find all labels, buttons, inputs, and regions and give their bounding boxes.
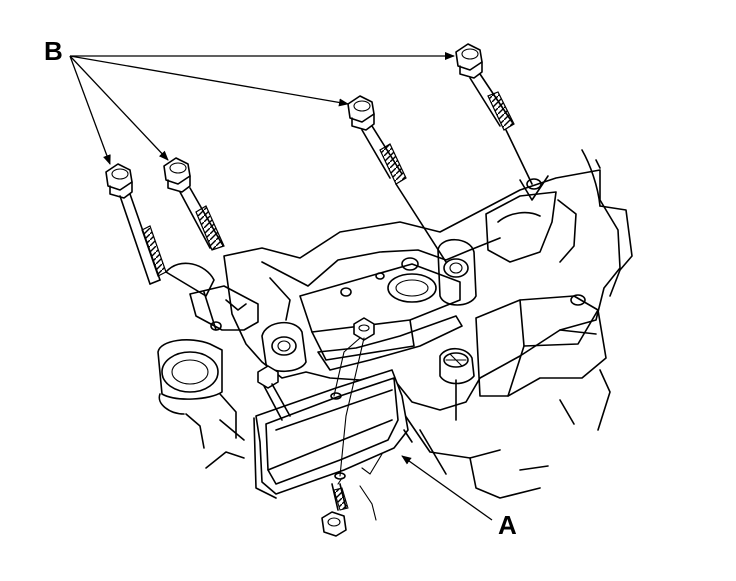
callout-b: B — [44, 36, 455, 165]
bolt-b-2 — [163, 157, 225, 251]
bolt-lower — [321, 483, 349, 537]
bolt-b-4 — [455, 43, 533, 185]
bolt-b-3 — [347, 95, 447, 263]
bracket-a — [253, 369, 413, 499]
callout-b-label: B — [44, 36, 63, 66]
bolt-top-small — [353, 317, 375, 341]
bolt-b-1 — [105, 163, 167, 285]
bolt-left-small — [257, 365, 291, 421]
alignment-lines — [333, 337, 383, 521]
engine-housing — [157, 149, 633, 499]
callout-a-label: A — [498, 510, 517, 540]
callout-a: A — [401, 455, 517, 540]
